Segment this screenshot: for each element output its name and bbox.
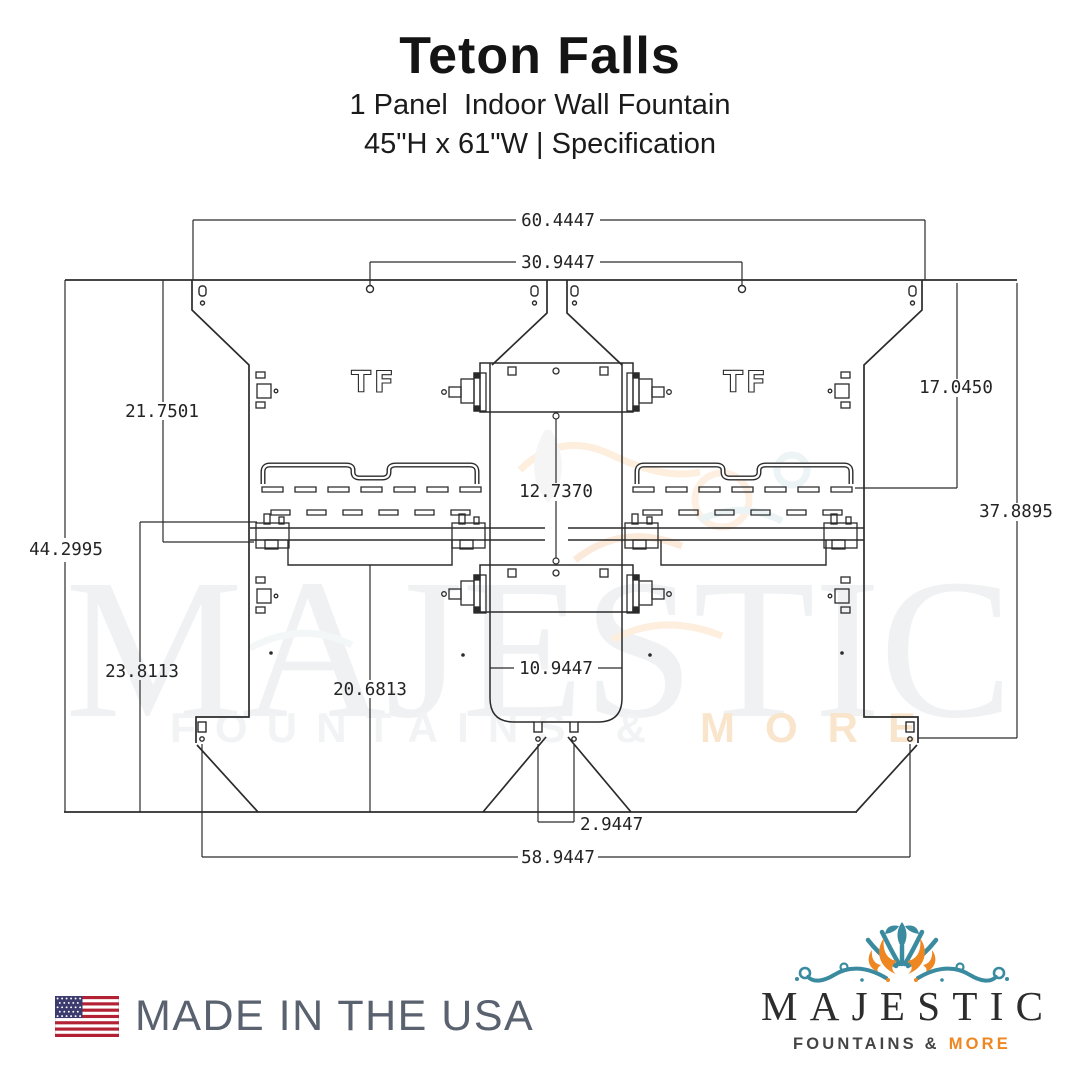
dimension-labels: 60.4447 30.9447 44.2995 21.7501 23.8113 … (29, 211, 1053, 868)
panel-outlines (64, 279, 1017, 813)
bar-clips (255, 513, 858, 550)
rail-right (634, 462, 854, 484)
panel-label-left: TF (351, 365, 397, 399)
dim-bottom-gap: 2.9447 (580, 815, 643, 835)
panel-left-inner (482, 280, 548, 813)
logo-name: MAJESTIC (761, 983, 1043, 1029)
dim-left-lower: 23.8113 (105, 662, 179, 682)
flag-stars (56, 997, 82, 1018)
dim-center-gap: 12.7370 (519, 482, 593, 502)
page-subtitle: 1 Panel Indoor Wall Fountain (349, 89, 731, 121)
logo-tagline: FOUNTAINS & MORE (793, 1035, 1011, 1053)
bar-right (568, 527, 864, 566)
pilot-holes (269, 651, 844, 657)
dim-width-outer: 60.4447 (521, 211, 595, 231)
panel-right-outline (855, 280, 923, 813)
page-title: Teton Falls (399, 27, 681, 85)
panel-hardware (250, 371, 864, 657)
panel-left-outline (191, 280, 259, 813)
dim-center-width: 10.9447 (519, 659, 593, 679)
header: Teton Falls 1 Panel Indoor Wall Fountain… (0, 30, 1080, 161)
center-column (441, 362, 672, 723)
us-flag-icon (55, 996, 119, 1037)
logo-tagline-orange: MORE (949, 1035, 1011, 1053)
dim-left-upper: 21.7501 (125, 402, 199, 422)
made-in-usa: MADE IN THE USA (55, 992, 534, 1041)
majestic-logo: MAJESTIC FOUNTAINS & MORE (761, 922, 1043, 1053)
dim-right-lower: 37.8895 (979, 502, 1053, 522)
edge-clips (255, 371, 851, 614)
box-clips (441, 372, 672, 614)
dim-width-inner: 30.9447 (521, 253, 595, 273)
dash-rows (261, 486, 853, 516)
dim-left-bottom: 20.6813 (333, 680, 407, 700)
dimension-lines (64, 219, 1018, 858)
dim-left-full: 44.2995 (29, 540, 103, 560)
rail-left (260, 462, 480, 484)
fountain-flourish-icon (795, 922, 1009, 983)
watermark-name: MAJESTIC (65, 539, 1013, 760)
logo-tagline-gray: FOUNTAINS & (793, 1035, 940, 1053)
dim-right-upper: 17.0450 (919, 378, 993, 398)
panel-right-inner (566, 280, 632, 813)
size-spec: 45"H x 61"W | Specification (363, 128, 717, 161)
made-in-usa-text: MADE IN THE USA (135, 992, 535, 1040)
top-keyholes (198, 284, 917, 306)
watermark: MAJESTIC FOUNTAINS & MORE (65, 430, 1013, 760)
bottom-tabs (197, 721, 915, 742)
dim-width-bottom: 58.9447 (521, 848, 595, 868)
panel-label-right: TF (723, 365, 769, 399)
